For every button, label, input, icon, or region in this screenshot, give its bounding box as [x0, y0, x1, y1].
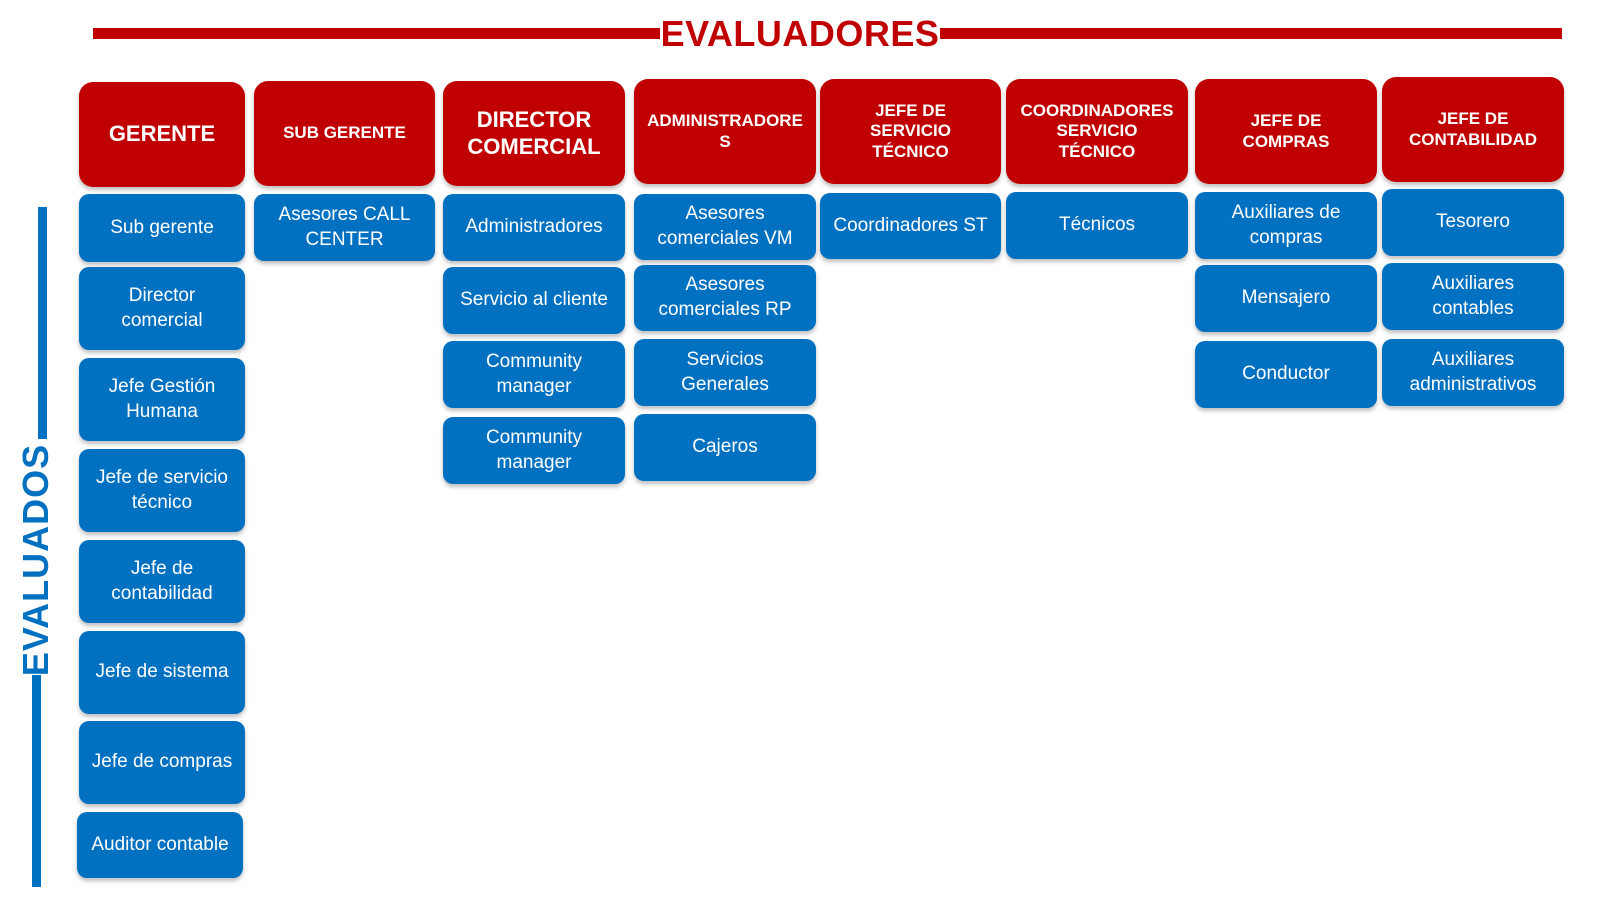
evaluado-item: Jefe de servicio técnico [79, 449, 245, 532]
side-line-top [38, 207, 47, 439]
evaluado-item: Asesores comerciales VM [634, 194, 816, 260]
header-7: JEFE DE CONTABILIDAD [1382, 77, 1564, 182]
evaluado-item: Auditor contable [77, 812, 243, 878]
header-1: SUB GERENTE [254, 81, 435, 186]
evaluado-item: Sub gerente [79, 194, 245, 262]
header-0: GERENTE [79, 82, 245, 187]
title-line-right [940, 28, 1562, 39]
evaluado-item: Coordinadores ST [820, 193, 1001, 259]
header-2: DIRECTOR COMERCIAL [443, 81, 625, 186]
evaluado-item: Tesorero [1382, 189, 1564, 256]
evaluado-item: Técnicos [1006, 192, 1188, 259]
evaluado-item: Auxiliares administrativos [1382, 339, 1564, 406]
header-6: JEFE DE COMPRAS [1195, 79, 1377, 184]
title-line-left [93, 28, 660, 39]
evaluado-item: Community manager [443, 417, 625, 484]
evaluado-item: Cajeros [634, 414, 816, 481]
header-5: COORDINADORES SERVICIO TÉCNICO [1006, 79, 1188, 184]
evaluado-item: Servicios Generales [634, 339, 816, 406]
header-4: JEFE DE SERVICIO TÉCNICO [820, 79, 1001, 184]
evaluado-item: Jefe de sistema [79, 631, 245, 714]
header-3: ADMINISTRADORES [634, 79, 816, 184]
evaluado-item: Servicio al cliente [443, 267, 625, 334]
evaluado-item: Jefe Gestión Humana [79, 358, 245, 441]
evaluado-item: Conductor [1195, 341, 1377, 408]
evaluado-item: Auxiliares contables [1382, 263, 1564, 330]
evaluado-item: Community manager [443, 341, 625, 408]
evaluado-item: Jefe de contabilidad [79, 540, 245, 623]
evaluado-item: Director comercial [79, 267, 245, 350]
diagram-title: EVALUADORES [660, 13, 940, 54]
evaluado-item: Administradores [443, 194, 625, 261]
evaluado-item: Jefe de compras [79, 721, 245, 804]
evaluado-item: Auxiliares de compras [1195, 192, 1377, 259]
evaluado-item: Mensajero [1195, 265, 1377, 332]
evaluado-item: Asesores CALL CENTER [254, 194, 435, 261]
side-line-bottom [32, 675, 41, 887]
side-title: EVALUADOS [15, 443, 56, 677]
evaluado-item: Asesores comerciales RP [634, 265, 816, 331]
